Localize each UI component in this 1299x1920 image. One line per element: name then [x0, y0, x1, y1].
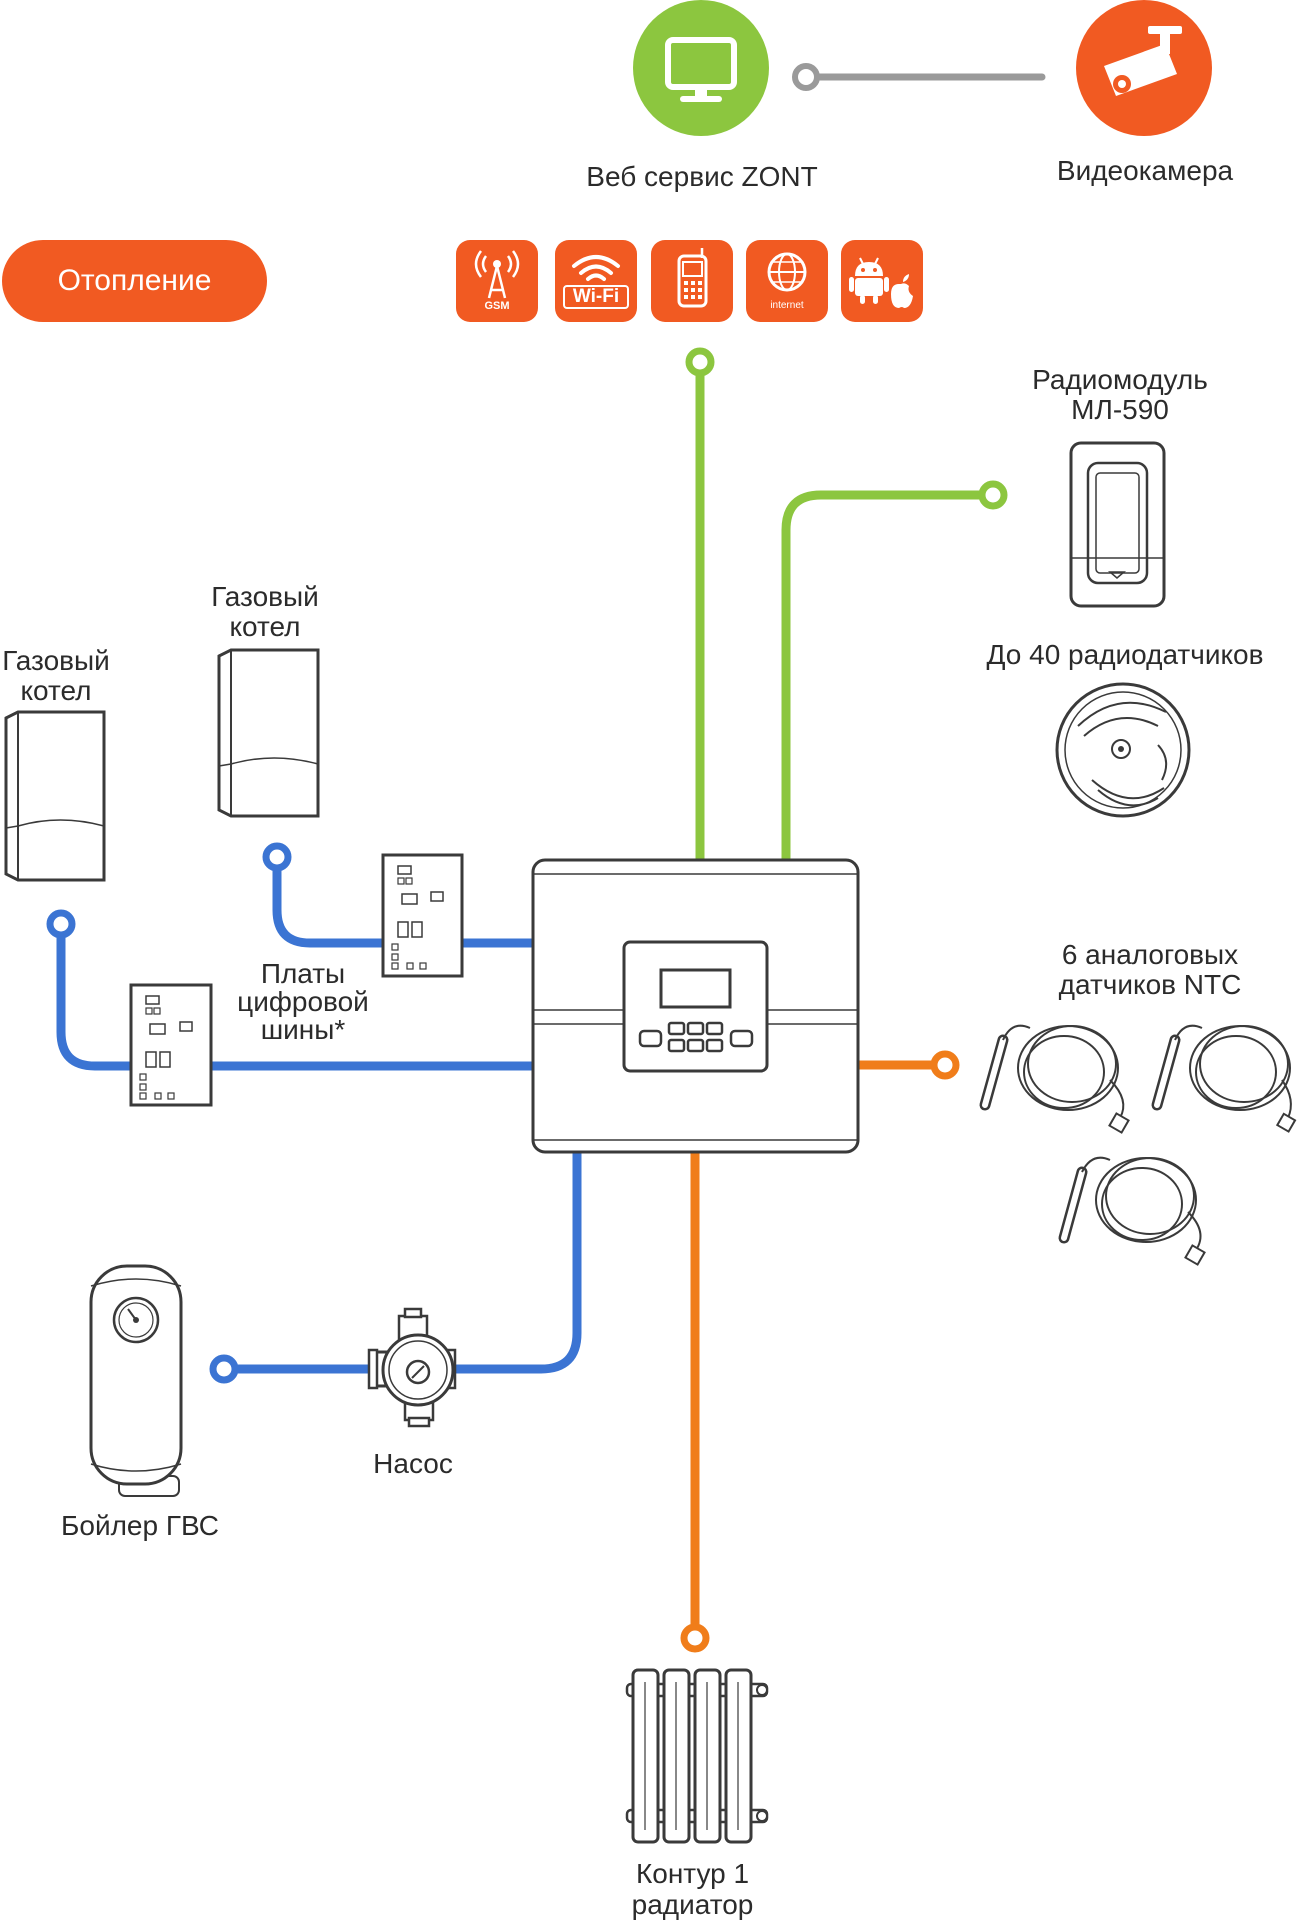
gas-boiler-right: [217, 648, 320, 818]
digital-bus-boards-label-line2: цифровой: [237, 986, 369, 1017]
circulation-pump: [367, 1307, 457, 1428]
gas-boiler-right-label-line1: Газовый: [211, 581, 319, 612]
internet-badge-label: internet: [770, 300, 804, 311]
wifi-badge[interactable]: Wi-Fi: [555, 240, 637, 322]
digital-bus-board-1: [129, 983, 213, 1107]
digital-bus-boards-label-line3: шины*: [260, 1014, 346, 1045]
orange-link-ntc: [858, 1050, 960, 1080]
green-link-radio: [781, 480, 1008, 860]
monitor-icon[interactable]: [633, 0, 769, 136]
gas-boiler-left: [4, 710, 106, 882]
radio-sensor-device: [1055, 682, 1191, 818]
zont-controller: [531, 858, 860, 1154]
radio-module-label: Радиомодуль МЛ-590: [1010, 365, 1230, 425]
mobile-badge[interactable]: [651, 240, 733, 322]
globe-icon: [767, 252, 807, 292]
gas-boiler-right-label-line2: котел: [229, 611, 301, 642]
gsm-badge-label: GSM: [484, 300, 510, 312]
orange-link-radiator: [680, 1152, 710, 1653]
ntc-sensor-1: [979, 1024, 1130, 1134]
ntc-sensors-label-line2: датчиков NTC: [1058, 969, 1242, 1000]
ntc-sensors-label-line1: 6 аналоговых: [1061, 939, 1239, 970]
video-camera-label: Видеокамера: [1056, 155, 1234, 186]
gas-boiler-right-label: Газовый котел: [195, 582, 335, 642]
mobile-phone-icon: [677, 248, 708, 308]
heating-circuit-label: Контур 1 радиатор: [580, 1858, 805, 1920]
radiator: [625, 1668, 769, 1844]
blue-link-board2: [262, 842, 533, 948]
gas-boiler-left-label-line2: котел: [20, 675, 92, 706]
gsm-tower-icon: [474, 250, 520, 299]
gas-boiler-left-label: Газовый котел: [0, 646, 136, 706]
dhw-boiler-tank: [89, 1264, 183, 1497]
camera-link-line: [792, 63, 1046, 91]
ntc-sensors-label: 6 аналоговых датчиков NTC: [1020, 940, 1280, 1000]
ntc-sensor-3: [1058, 1156, 1206, 1266]
pump-label: Насос: [373, 1448, 453, 1479]
ntc-sensor-2: [1151, 1024, 1297, 1133]
radio-sensors-label: До 40 радиодатчиков: [986, 639, 1264, 670]
apps-badge[interactable]: [841, 240, 923, 322]
heating-category-pill[interactable]: Отопление: [2, 240, 267, 322]
radio-module-label-line2: МЛ-590: [1071, 394, 1169, 425]
video-camera-icon[interactable]: [1076, 0, 1212, 136]
digital-bus-boards-label-line1: Платы: [260, 958, 346, 989]
blue-link-pump: [209, 1152, 582, 1384]
digital-bus-board-2: [381, 853, 464, 978]
internet-badge[interactable]: internet: [746, 240, 828, 322]
blue-link-board1: [46, 909, 533, 1071]
wifi-icon: [572, 255, 620, 281]
gsm-badge[interactable]: GSM: [456, 240, 538, 322]
radio-module-label-line1: Радиомодуль: [1032, 364, 1208, 395]
android-apple-icon: [849, 257, 913, 308]
heating-circuit-label-line1: Контур 1: [635, 1858, 750, 1889]
gas-boiler-left-label-line1: Газовый: [2, 645, 110, 676]
web-service-label: Веб сервис ZONT: [586, 161, 818, 192]
digital-bus-boards-label: Платы цифровой шины*: [228, 960, 378, 1044]
green-link-comm: [685, 347, 715, 860]
heating-circuit-label-line2: радиатор: [631, 1889, 754, 1920]
radio-module-device: [1069, 441, 1166, 608]
dhw-boiler-label: Бойлер ГВС: [61, 1510, 219, 1541]
wifi-badge-label: Wi-Fi: [563, 285, 629, 309]
